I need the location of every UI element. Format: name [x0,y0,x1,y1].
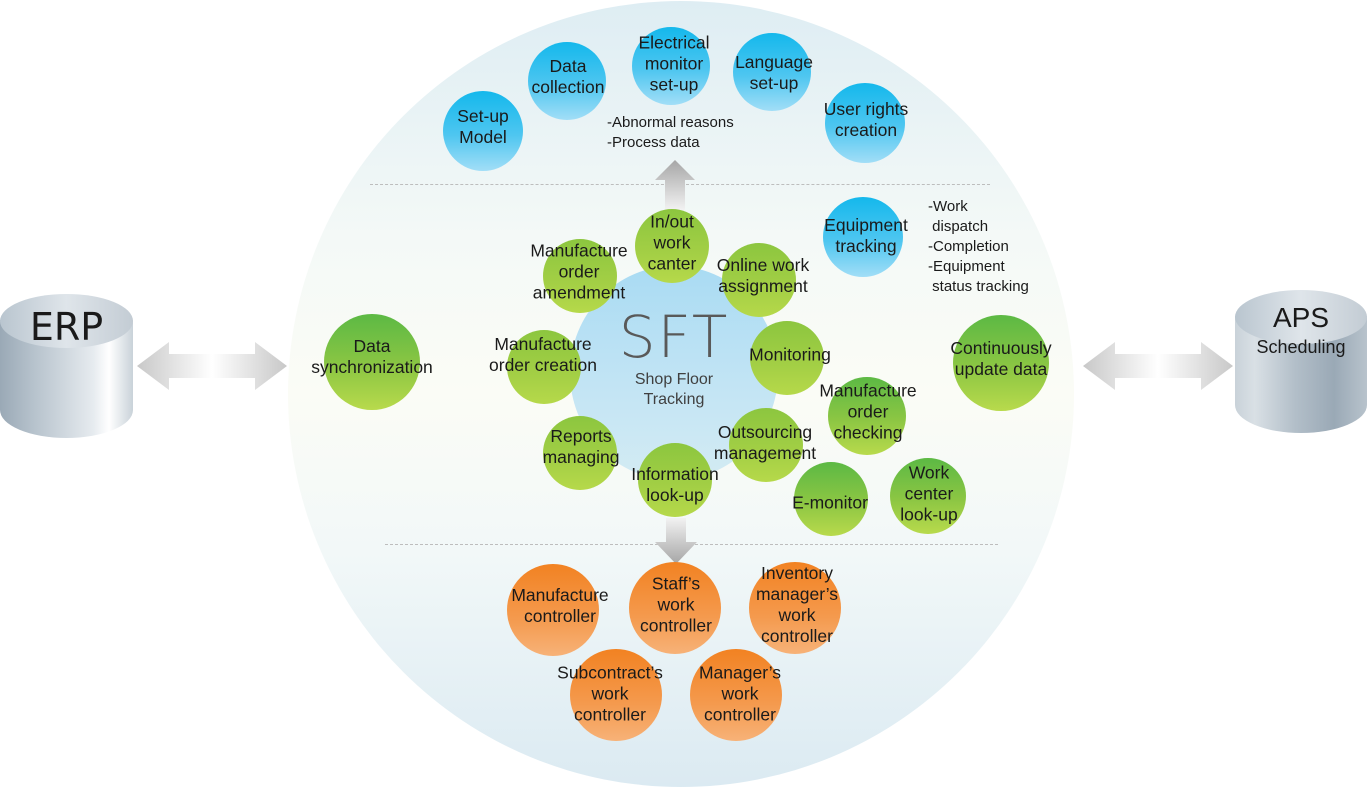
online-work-assignment-node[interactable] [722,243,796,317]
continuously-update-data-label: Continuously update data [950,338,1052,379]
setup-data-note: -Abnormal reasons -Process data [607,114,734,151]
reports-managing-node[interactable] [543,416,617,490]
equipment-tracking-label: Equipment tracking [824,215,908,256]
data-collection-label: Data collection [531,56,605,97]
outsourcing-management-label: Outsourcing management [713,422,817,463]
outsourcing-management-node[interactable] [729,408,803,482]
data-synchronization-label: Data synchronization [311,336,433,377]
equipment-tracking-node[interactable] [823,197,903,277]
language-setup-label: Language set-up [735,52,813,93]
manufacture-controller-node[interactable] [507,564,599,656]
arrow-down-icon [655,518,697,564]
staffs-work-controller-node[interactable] [629,562,721,654]
online-work-assignment-label: Online work assignment [716,255,810,296]
in-out-work-center-label: In/out work canter [647,211,697,274]
subcontracts-work-controller-label: Subcontract’s work controller [557,662,663,725]
aps-label: APS [1272,302,1330,333]
continuously-update-data-node[interactable] [953,315,1049,411]
equipment-tracking-note: -Work dispatch -Completion -Equipment st… [928,198,1029,295]
staffs-work-controller-label: Staff’s work controller [640,573,712,636]
work-center-look-up-node[interactable] [890,458,966,534]
aps-sublabel: Scheduling [1256,337,1346,357]
erp-database: ERP [0,294,133,438]
setup-model-node[interactable] [443,91,523,171]
aps-update-double-arrow-icon [1083,342,1233,390]
manufacture-order-amendment-node[interactable] [543,239,617,313]
work-center-look-up-label: Work center look-up [900,462,958,525]
e-monitor-label: E-monitor [792,492,868,513]
data-synchronization-node[interactable] [324,314,420,410]
user-rights-creation-node[interactable] [825,83,905,163]
subcontracts-work-controller-node[interactable] [570,649,662,741]
managers-work-controller-label: Manager’s work controller [698,662,782,725]
inventory-managers-work-controller-label: Inventory manager’s work controller [755,563,839,646]
e-monitor-node[interactable] [794,462,868,536]
reports-managing-label: Reports managing [542,426,620,467]
sft-subtitle: Shop Floor Tracking [634,371,714,408]
user-rights-creation-label: User rights creation [823,99,909,140]
electrical-monitor-setup-node[interactable] [632,27,710,105]
information-look-up-label: Information look-up [631,464,719,505]
monitoring-node[interactable] [750,321,824,395]
manufacture-order-creation-node[interactable] [507,330,581,404]
erp-cylinder-top [0,294,133,348]
arrow-up-icon [655,160,695,210]
electrical-monitor-setup-label: Electrical monitor set-up [638,32,710,95]
erp-label: ERP [29,305,104,349]
aps-database: APS Scheduling [1235,290,1367,433]
manufacture-order-checking-label: Manufacture order checking [819,380,917,443]
erp-sync-double-arrow-icon [137,342,287,390]
sft-title: SFT [618,303,730,371]
manufacture-controller-label: Manufacture controller [511,585,609,626]
in-out-work-center-node[interactable] [635,209,709,283]
information-look-up-node[interactable] [638,443,712,517]
aps-cylinder-top [1235,290,1367,344]
manufacture-order-creation-label: Manufacture order creation [489,334,597,375]
setup-model-label: Set-up Model [457,106,509,147]
managers-work-controller-node[interactable] [690,649,782,741]
manufacture-order-checking-node[interactable] [828,377,906,455]
monitoring-label: Monitoring [749,344,831,365]
inventory-managers-work-controller-node[interactable] [749,562,841,654]
language-setup-node[interactable] [733,33,811,111]
data-collection-node[interactable] [528,42,606,120]
manufacture-order-amendment-label: Manufacture order amendment [530,240,628,303]
